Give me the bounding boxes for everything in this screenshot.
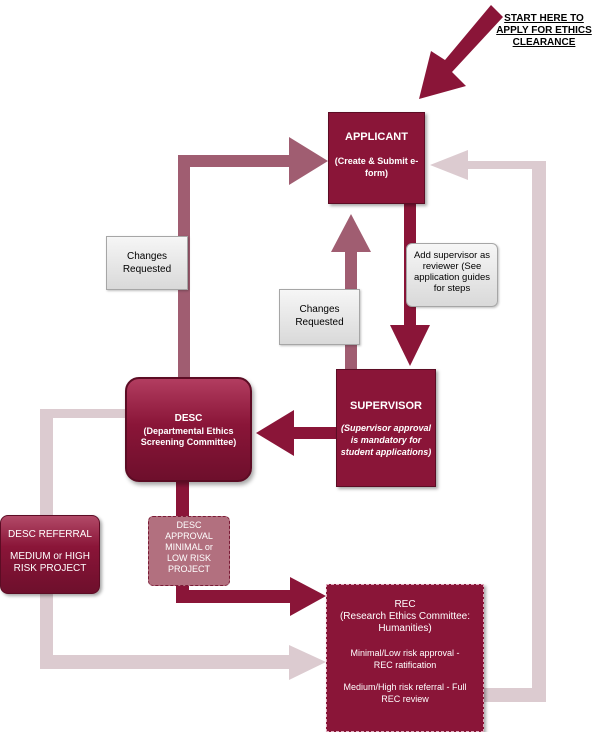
supervisor-subtitle-line: (Supervisor approval	[340, 423, 432, 433]
referral-subtitle: MEDIUM or HIGH RISK PROJECT	[1, 551, 99, 575]
supervisor-subtitle-line: student applications)	[340, 447, 432, 457]
rec-note-line: REC ratification	[373, 660, 437, 670]
desc-to-rec-arrow	[176, 482, 326, 616]
rec-note-line: Medium/High risk referral - Full	[343, 682, 467, 692]
changes-line: Requested	[295, 317, 344, 328]
desc-referral-route-arrow	[40, 409, 326, 680]
start-label-line: CLEARANCE	[512, 37, 576, 48]
applicant-subtitle: (Create & Submit e- form)	[329, 155, 424, 179]
approval-line: PROJECT	[167, 564, 210, 574]
note-line: reviewer (See	[422, 261, 482, 272]
start-label-line: APPLY FOR ETHICS	[496, 25, 592, 36]
add-supervisor-note: Add supervisor as reviewer (See applicat…	[406, 243, 498, 307]
changes-requested-middle: Changes Requested	[279, 289, 360, 345]
desc-title: DESC	[174, 413, 203, 424]
desc-referral-box: DESC REFERRAL MEDIUM or HIGH RISK PROJEC…	[0, 515, 100, 594]
rec-title-line: REC	[394, 599, 416, 610]
rec-approval-note: Minimal/Low risk approval - REC ratifica…	[327, 647, 483, 671]
referral-line: RISK PROJECT	[13, 563, 87, 574]
applicant-title: APPLICANT	[345, 131, 408, 143]
changes-line: Changes	[299, 304, 340, 315]
desc-subtitle: (Departmental Ethics Screening Committee…	[127, 426, 250, 448]
approval-line: APPROVAL	[165, 531, 213, 541]
rec-title-line: (Research Ethics Committee:	[339, 611, 471, 622]
changes-requested-left: Changes Requested	[106, 236, 188, 290]
applicant-subtitle-line: form)	[365, 168, 388, 178]
referral-line: MEDIUM or HIGH	[10, 551, 90, 562]
approval-line: MINIMAL or	[165, 542, 213, 552]
start-arrow	[419, 5, 503, 99]
note-line: application guides	[413, 272, 491, 283]
rec-title: REC (Research Ethics Committee: Humaniti…	[327, 599, 483, 635]
applicant-box: APPLICANT (Create & Submit e- form)	[328, 112, 425, 204]
changes-line: Requested	[122, 264, 172, 275]
desc-box: DESC (Departmental Ethics Screening Comm…	[125, 377, 252, 482]
supervisor-to-desc-arrow	[256, 410, 336, 456]
note-line: for steps	[433, 283, 471, 294]
desc-subtitle-line: Screening Committee)	[140, 437, 237, 447]
approval-line: DESC	[176, 520, 202, 530]
start-here-label: START HERE TO APPLY FOR ETHICS CLEARANCE	[496, 13, 592, 49]
applicant-subtitle-line: (Create & Submit e-	[334, 156, 419, 166]
start-label-line: START HERE TO	[504, 13, 584, 24]
approval-line: LOW RISK	[166, 553, 211, 563]
desc-approval-box: DESC APPROVAL MINIMAL or LOW RISK PROJEC…	[148, 516, 230, 586]
desc-subtitle-line: (Departmental Ethics	[143, 426, 234, 436]
note-line: Add supervisor as	[413, 250, 491, 261]
supervisor-box: SUPERVISOR (Supervisor approval is manda…	[336, 369, 436, 487]
rec-note-line: REC review	[381, 694, 429, 704]
rec-title-line: Humanities)	[378, 623, 432, 634]
desc-to-applicant-arrow	[178, 137, 328, 377]
supervisor-subtitle: (Supervisor approval is mandatory for st…	[337, 422, 435, 458]
rec-note-line: Minimal/Low risk approval -	[350, 648, 460, 658]
supervisor-title: SUPERVISOR	[350, 400, 422, 412]
referral-title: DESC REFERRAL	[8, 529, 92, 540]
rec-box: REC (Research Ethics Committee: Humaniti…	[326, 584, 484, 732]
supervisor-subtitle-line: is mandatory for	[350, 435, 422, 445]
changes-line: Changes	[126, 251, 168, 262]
rec-to-applicant-arrow	[430, 150, 546, 702]
rec-referral-note: Medium/High risk referral - Full REC rev…	[327, 681, 483, 705]
